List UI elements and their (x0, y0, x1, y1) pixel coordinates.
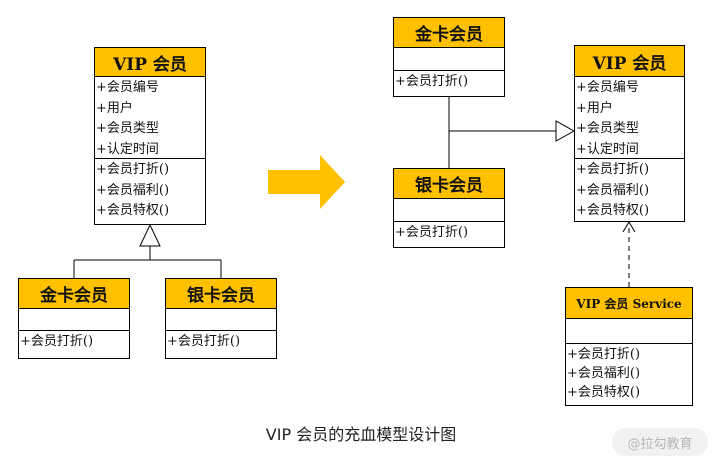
left-silver-attributes (166, 309, 276, 331)
right-gold-class: 金卡会员 +会员打折() (393, 17, 505, 97)
left-inherit-triangle (139, 223, 161, 247)
left-vip-class: VIP 会员 +会员编号 +用户 +会员类型 +认定时间 +会员打折() +会员… (94, 47, 206, 225)
left-gold-title: 金卡会员 (19, 279, 129, 309)
right-vip-title: VIP 会员 (575, 46, 684, 77)
method-row: +会员特权() (96, 203, 170, 218)
right-silver-title: 银卡会员 (394, 169, 504, 199)
method-row: +会员特权() (567, 385, 641, 400)
method-row: +会员特权() (576, 203, 650, 218)
left-vip-attributes: +会员编号 +用户 +会员类型 +认定时间 (95, 77, 205, 159)
right-silver-attributes (394, 199, 504, 222)
left-vip-methods: +会员打折() +会员福利() +会员特权() (95, 159, 205, 223)
right-silver-class: 银卡会员 +会员打折() (393, 168, 505, 248)
transform-arrow (268, 155, 345, 209)
right-service-class: VIP 会员 Service +会员打折() +会员福利() +会员特权() (565, 287, 693, 406)
right-gold-title: 金卡会员 (394, 18, 504, 48)
service-dependency-arrowhead (622, 221, 636, 233)
watermark-badge: @拉勾教育 (612, 428, 708, 456)
attribute-row: +会员编号 (96, 80, 159, 95)
figure-caption: VIP 会员的充血模型设计图 (265, 425, 457, 444)
method-row: +会员打折() (576, 162, 650, 177)
attribute-row: +会员类型 (96, 121, 159, 136)
method-row: +会员福利() (96, 182, 170, 198)
method-row: +会员打折() (167, 334, 241, 349)
service-title: VIP 会员 Service (566, 288, 692, 319)
right-vip-class: VIP 会员 +会员编号 +用户 +会员类型 +认定时间 +会员打折() +会员… (574, 45, 685, 222)
attribute-row: +用户 (96, 100, 133, 116)
left-silver-class: 银卡会员 +会员打折() (165, 278, 277, 359)
right-gold-methods: +会员打折() (394, 71, 504, 92)
left-gold-attributes (19, 309, 129, 331)
attribute-row: +会员类型 (576, 121, 639, 136)
service-methods: +会员打折() +会员福利() +会员特权() (566, 344, 692, 403)
right-vip-attributes: +会员编号 +用户 +会员类型 +认定时间 (575, 77, 684, 159)
left-silver-methods: +会员打折() (166, 331, 276, 352)
right-gold-attributes (394, 48, 504, 71)
method-row: +会员打折() (395, 225, 469, 240)
attribute-row: +认定时间 (96, 141, 159, 157)
method-row: +会员打折() (20, 334, 94, 349)
left-gold-methods: +会员打折() (19, 331, 129, 352)
right-vip-methods: +会员打折() +会员福利() +会员特权() (575, 159, 684, 223)
right-silver-methods: +会员打折() (394, 222, 504, 243)
service-attributes (566, 319, 692, 344)
left-silver-title: 银卡会员 (166, 279, 276, 309)
left-gold-class: 金卡会员 +会员打折() (18, 278, 130, 359)
method-row: +会员福利() (567, 366, 641, 381)
method-row: +会员福利() (576, 182, 650, 198)
method-row: +会员打折() (395, 74, 469, 89)
method-row: +会员打折() (567, 347, 641, 362)
left-vip-title: VIP 会员 (95, 48, 205, 77)
right-inherit-triangle (555, 120, 576, 142)
attribute-row: +用户 (576, 100, 613, 116)
method-row: +会员打折() (96, 162, 170, 177)
attribute-row: +认定时间 (576, 141, 639, 157)
attribute-row: +会员编号 (576, 80, 639, 95)
